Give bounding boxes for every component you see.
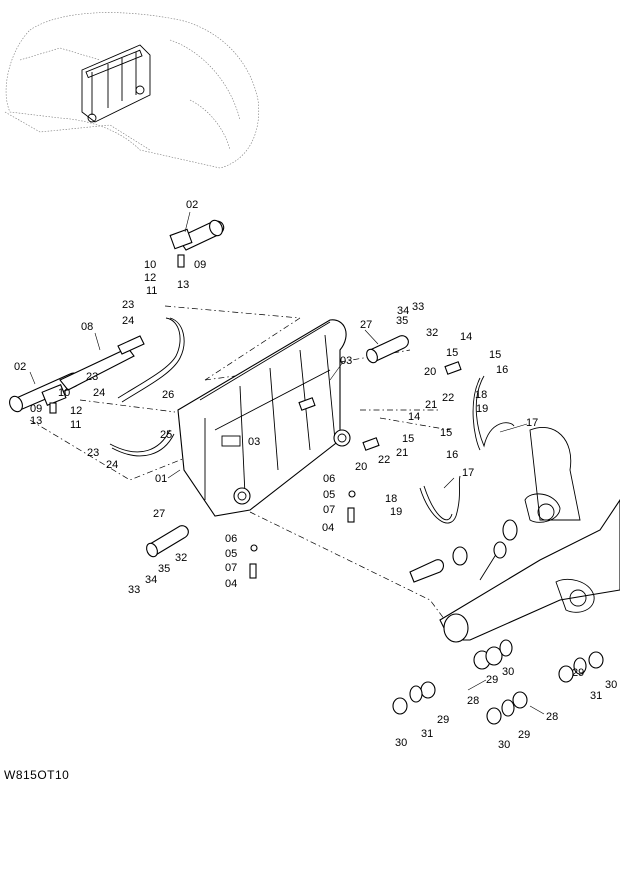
left-lock-cylinder xyxy=(9,335,145,414)
callout-15: 15 xyxy=(489,349,501,361)
callout-29: 29 xyxy=(486,674,498,686)
callout-11: 11 xyxy=(70,419,81,431)
callout-30: 30 xyxy=(395,737,407,749)
callout-14: 14 xyxy=(408,411,420,423)
callout-13: 13 xyxy=(30,415,42,427)
callout-02: 02 xyxy=(186,199,198,211)
callout-18: 18 xyxy=(385,493,397,505)
callout-03: 03 xyxy=(340,355,352,367)
quick-coupler-frame xyxy=(177,319,351,517)
callout-16: 16 xyxy=(496,364,508,376)
callout-27: 27 xyxy=(360,319,372,331)
pivot-pins xyxy=(146,335,445,583)
callout-12: 12 xyxy=(70,405,82,417)
callout-28: 28 xyxy=(546,711,558,723)
callout-10: 10 xyxy=(58,387,70,399)
callout-34: 34 xyxy=(397,305,409,317)
callout-24: 24 xyxy=(93,387,105,399)
callout-29: 29 xyxy=(572,667,584,679)
callout-10: 10 xyxy=(144,259,156,271)
callout-21: 21 xyxy=(396,447,408,459)
callout-29: 29 xyxy=(518,729,530,741)
callout-30: 30 xyxy=(502,666,514,678)
callout-18: 18 xyxy=(475,389,487,401)
callout-15: 15 xyxy=(440,427,452,439)
callout-15: 15 xyxy=(402,433,414,445)
callout-25: 25 xyxy=(160,429,172,441)
fasteners xyxy=(249,361,462,579)
callout-07: 07 xyxy=(225,562,237,574)
callout-05: 05 xyxy=(225,548,237,560)
callout-07: 07 xyxy=(323,504,335,516)
callout-20: 20 xyxy=(424,366,436,378)
callout-04: 04 xyxy=(225,578,237,590)
callout-22: 22 xyxy=(378,454,390,466)
callout-34: 34 xyxy=(145,574,157,586)
callout-35: 35 xyxy=(158,563,170,575)
callout-02: 02 xyxy=(14,361,26,373)
callout-11: 11 xyxy=(146,285,157,297)
callout-05: 05 xyxy=(323,489,335,501)
callout-30: 30 xyxy=(605,679,617,691)
callout-23: 23 xyxy=(122,299,134,311)
callout-30: 30 xyxy=(498,739,510,751)
callout-03: 03 xyxy=(248,436,260,448)
callout-01: 01 xyxy=(155,473,167,485)
callout-33: 33 xyxy=(128,584,140,596)
callout-28: 28 xyxy=(467,695,479,707)
callout-33: 33 xyxy=(412,301,424,313)
callout-31: 31 xyxy=(421,728,433,740)
callout-24: 24 xyxy=(122,315,134,327)
callout-08: 08 xyxy=(81,321,93,333)
callout-19: 19 xyxy=(476,403,488,415)
callout-leaders xyxy=(29,211,545,715)
callout-32: 32 xyxy=(426,327,438,339)
callout-23: 23 xyxy=(86,371,98,383)
loader-arm xyxy=(439,426,620,643)
callout-31: 31 xyxy=(590,690,602,702)
hydraulic-hoses xyxy=(109,317,515,524)
callout-21: 21 xyxy=(425,399,437,411)
callout-23: 23 xyxy=(87,447,99,459)
callout-22: 22 xyxy=(442,392,454,404)
bushings-and-seals xyxy=(392,519,604,725)
callout-29: 29 xyxy=(437,714,449,726)
callout-09: 09 xyxy=(30,403,42,415)
callout-16: 16 xyxy=(446,449,458,461)
callout-26: 26 xyxy=(162,389,174,401)
callout-15: 15 xyxy=(446,347,458,359)
callout-14: 14 xyxy=(460,331,472,343)
callout-12: 12 xyxy=(144,272,156,284)
callout-19: 19 xyxy=(390,506,402,518)
callout-32: 32 xyxy=(175,552,187,564)
drawing-code: W815OT10 xyxy=(4,768,70,782)
callout-24: 24 xyxy=(106,459,118,471)
callout-04: 04 xyxy=(322,522,334,534)
callout-13: 13 xyxy=(177,279,189,291)
callout-17: 17 xyxy=(526,417,538,429)
callout-20: 20 xyxy=(355,461,367,473)
callout-06: 06 xyxy=(323,473,335,485)
callout-labels: 02 10 09 12 13 11 23 24 08 02 10 09 12 13 11 23 24 26 25 23… xyxy=(14,199,617,751)
callout-27: 27 xyxy=(153,508,165,520)
upper-lock-cylinder xyxy=(169,219,225,268)
inset-machine-thumbnail xyxy=(4,12,260,169)
callout-06: 06 xyxy=(225,533,237,545)
callout-09: 09 xyxy=(194,259,206,271)
callout-17: 17 xyxy=(462,467,474,479)
callout-35: 35 xyxy=(396,315,408,327)
